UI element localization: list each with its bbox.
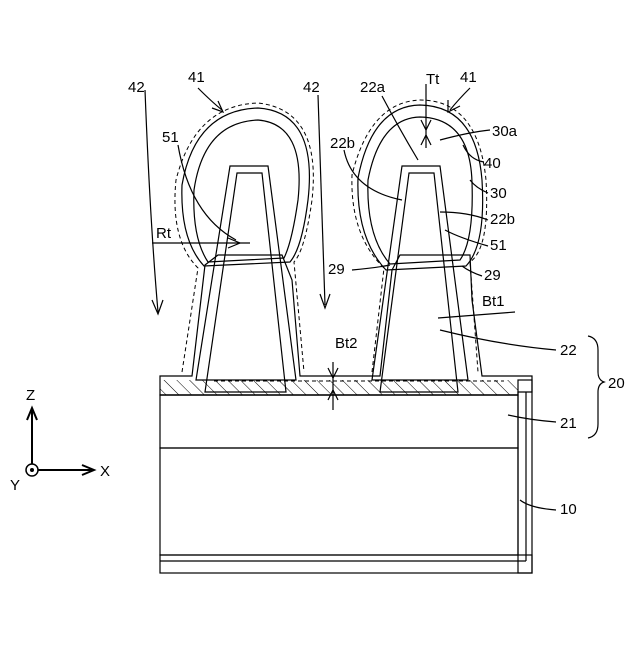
label-30: 30 <box>490 185 507 202</box>
base-shelf-22 <box>160 380 518 395</box>
label-30a: 30a <box>492 123 518 140</box>
label-Bt1: Bt1 <box>482 293 505 310</box>
right-bulb-coating <box>358 105 483 270</box>
label-42-center: 42 <box>303 79 320 96</box>
label-Bt2: Bt2 <box>335 335 358 352</box>
axis-label-y: Y <box>10 477 20 494</box>
axis-indicator <box>26 408 94 476</box>
label-42-left: 42 <box>128 79 145 96</box>
right-pillar-22 <box>380 173 458 392</box>
bottom-coating-layer <box>160 555 532 573</box>
right-side-coating <box>518 380 532 573</box>
label-22a: 22a <box>360 79 386 96</box>
axis-label-z: Z <box>26 387 35 404</box>
label-22b-right: 22b <box>490 211 515 228</box>
label-Tt: Tt <box>426 71 440 88</box>
label-51-left: 51 <box>162 129 179 146</box>
label-40: 40 <box>484 155 501 172</box>
substrate-10 <box>160 448 518 555</box>
label-41-left: 41 <box>188 69 205 86</box>
label-20: 20 <box>608 375 625 392</box>
left-pillar-22 <box>205 173 286 392</box>
label-10: 10 <box>560 501 577 518</box>
label-41-right: 41 <box>460 69 477 86</box>
bracket-20 <box>588 336 604 438</box>
base-layer-21 <box>160 395 518 448</box>
label-21: 21 <box>560 415 577 432</box>
right-bulb-body <box>368 117 472 264</box>
label-22b-left: 22b <box>330 135 355 152</box>
label-22: 22 <box>560 342 577 359</box>
label-29-left: 29 <box>328 261 345 278</box>
surface-coating-layer <box>160 255 532 395</box>
label-Rt: Rt <box>156 225 172 242</box>
label-29-right: 29 <box>484 267 501 284</box>
label-51-right: 51 <box>490 237 507 254</box>
left-bulb-body <box>194 120 299 262</box>
axis-label-x: X <box>100 463 110 480</box>
